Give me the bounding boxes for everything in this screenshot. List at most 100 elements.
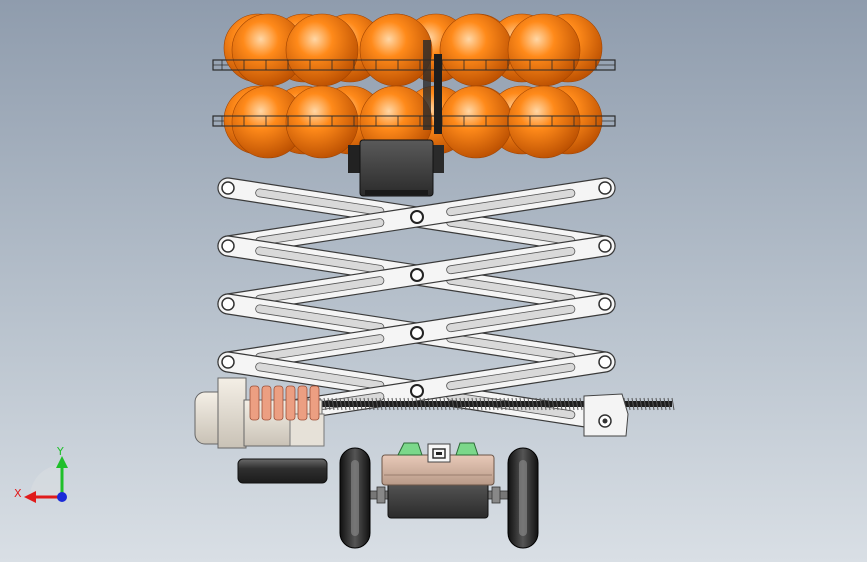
screw-thread (427, 397, 431, 411)
screw-thread (487, 397, 491, 411)
screw-thread (371, 397, 375, 411)
terminal-block-right (455, 442, 479, 456)
pivot-pin (598, 355, 612, 369)
spring-coil (261, 385, 272, 421)
screw-thread (415, 397, 419, 411)
ball (285, 13, 359, 87)
ball (285, 85, 359, 159)
battery-cylinder (237, 458, 328, 484)
screw-thread (627, 397, 631, 411)
center-pivot (410, 326, 424, 340)
screw-thread (363, 397, 367, 411)
pivot-pin (221, 355, 235, 369)
screw-thread (535, 397, 539, 411)
screw-thread (579, 397, 583, 411)
screw-thread (523, 397, 527, 411)
screw-thread (391, 397, 395, 411)
screw-thread (519, 397, 523, 411)
ball (439, 85, 513, 159)
screw-thread (455, 397, 459, 411)
pivot-pin (221, 239, 235, 253)
pivot-pin (598, 181, 612, 195)
screw-thread (467, 397, 471, 411)
screw-thread (539, 397, 543, 411)
screw-thread (439, 397, 443, 411)
tray-rail (212, 115, 616, 127)
screw-thread (383, 397, 387, 411)
screw-thread (567, 397, 571, 411)
screw-thread (651, 397, 655, 411)
screw-thread (667, 397, 671, 411)
spring-coil (285, 385, 296, 421)
screw-thread (531, 397, 535, 411)
screw-thread (379, 397, 383, 411)
top-servo-motor (348, 139, 444, 197)
screw-thread (443, 397, 447, 411)
screw-thread (335, 397, 339, 411)
pivot-pin (221, 297, 235, 311)
screw-thread (543, 397, 547, 411)
screw-thread (419, 397, 423, 411)
screw-thread (431, 397, 435, 411)
spring-coil (309, 385, 320, 421)
screw-thread (515, 397, 519, 411)
screw-thread (395, 397, 399, 411)
screw-thread (323, 397, 327, 411)
screw-thread (491, 397, 495, 411)
slider-block-right (583, 393, 629, 437)
screw-thread (503, 397, 507, 411)
screw-thread (387, 397, 391, 411)
screw-thread (479, 397, 483, 411)
ball-row-lower (212, 59, 616, 159)
ball (507, 85, 581, 159)
ball-row-upper (223, 13, 603, 87)
drive-base (339, 442, 539, 549)
screw-thread (339, 397, 343, 411)
screw-thread (355, 397, 359, 411)
screw-thread (655, 397, 659, 411)
screw-thread (407, 397, 411, 411)
screw-thread (463, 397, 467, 411)
screw-thread (351, 397, 355, 411)
screw-thread (499, 397, 503, 411)
z-axis-dot (57, 492, 67, 502)
screw-thread (559, 397, 563, 411)
screw-thread (643, 397, 647, 411)
screw-thread (435, 397, 439, 411)
screw-thread (375, 397, 379, 411)
screw-thread (459, 397, 463, 411)
screw-thread (475, 397, 479, 411)
usb-port-icon (427, 443, 451, 463)
screw-thread (551, 397, 555, 411)
wheel-right (507, 447, 539, 549)
tray-rail (212, 59, 616, 71)
screw-thread (495, 397, 499, 411)
spring-coil (273, 385, 284, 421)
screw-thread (563, 397, 567, 411)
wheel-left (339, 447, 371, 549)
screw-thread (367, 397, 371, 411)
coordinate-triad: Y X (14, 445, 68, 503)
screw-thread (527, 397, 531, 411)
screw-thread (571, 397, 575, 411)
pivot-pin (221, 181, 235, 195)
x-axis-label: X (14, 487, 22, 500)
y-axis-label: Y (56, 445, 64, 458)
screw-thread (547, 397, 551, 411)
screw-thread (631, 397, 635, 411)
screw-thread (483, 397, 487, 411)
spring-coil (249, 385, 260, 421)
screw-thread (347, 397, 351, 411)
support-rod (423, 40, 431, 130)
screw-thread (639, 397, 643, 411)
actuator-spring (249, 385, 320, 421)
pivot-pin (598, 297, 612, 311)
screw-thread (423, 397, 427, 411)
screw-thread (327, 397, 331, 411)
screw-thread (399, 397, 403, 411)
screw-thread (471, 397, 475, 411)
screw-thread (671, 397, 675, 411)
screw-thread (511, 397, 515, 411)
